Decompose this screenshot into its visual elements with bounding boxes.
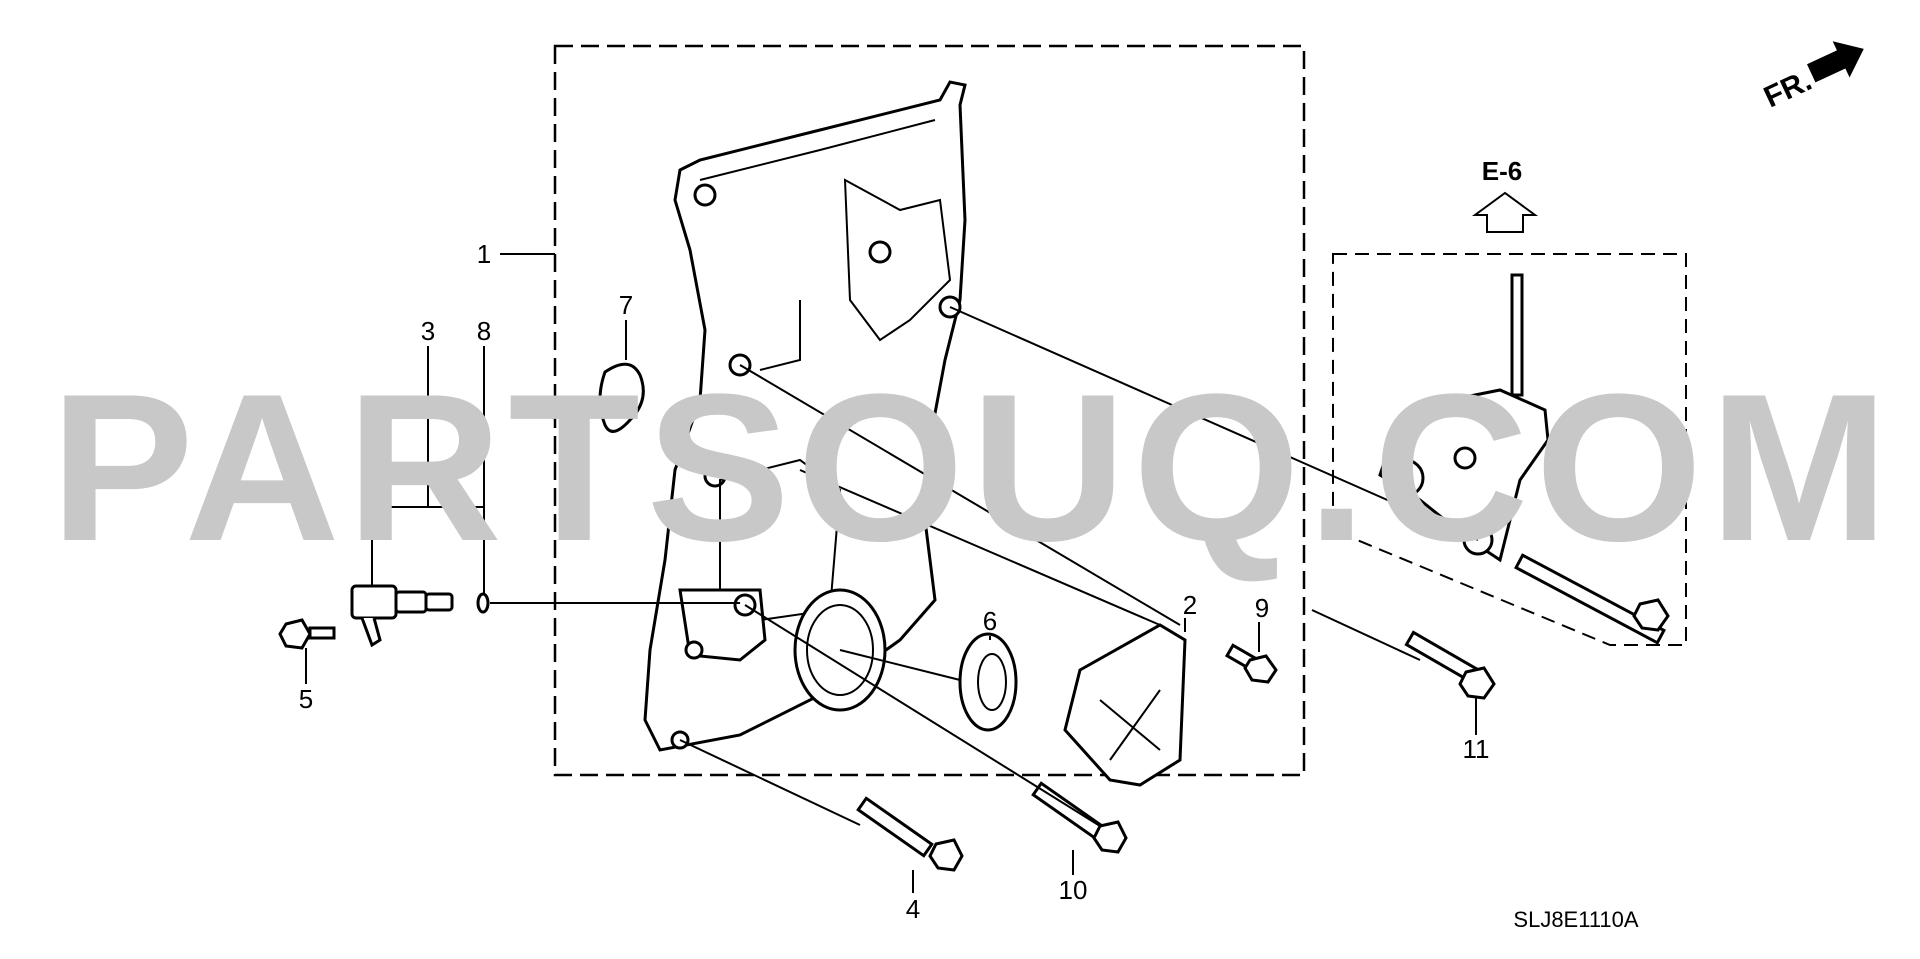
o-ring-gasket[interactable] — [598, 362, 645, 433]
callout-11[interactable]: 11 — [1463, 734, 1490, 764]
bolt-4[interactable] — [856, 796, 964, 872]
callout-10[interactable]: 10 — [1059, 875, 1088, 905]
callout-8[interactable]: 8 — [477, 316, 491, 346]
oil-seal[interactable] — [958, 632, 1018, 732]
callout-4[interactable]: 4 — [906, 894, 920, 924]
sensor[interactable] — [350, 584, 454, 648]
bolt-9[interactable] — [1224, 643, 1278, 684]
arrow-right-icon — [1806, 41, 1864, 83]
bolt-11[interactable] — [1404, 630, 1496, 700]
cover-plate-rib — [1099, 689, 1161, 761]
leader-lines — [305, 253, 1479, 893]
cover-plate[interactable] — [1063, 623, 1187, 787]
bolt-10[interactable] — [1031, 781, 1128, 854]
bracket-with-stud[interactable] — [1378, 273, 1670, 645]
front-label: FR. — [1759, 64, 1817, 114]
reference-label[interactable]: E-6 — [1482, 156, 1522, 186]
callout-7[interactable]: 7 — [619, 290, 633, 320]
watermark: PARTSOUQ.COM — [50, 350, 1895, 585]
callout-5[interactable]: 5 — [299, 684, 313, 714]
callout-3[interactable]: 3 — [421, 316, 435, 346]
callout-6[interactable]: 6 — [983, 606, 997, 636]
bracket-group-box — [1332, 253, 1687, 646]
callout-2[interactable]: 2 — [1183, 590, 1197, 620]
front-direction-indicator: FR. — [1759, 41, 1864, 114]
bolt-5[interactable] — [278, 618, 336, 650]
diagram-code: SLJ8E1110A — [1513, 907, 1638, 932]
callout-9[interactable]: 9 — [1255, 593, 1269, 623]
callout-1[interactable]: 1 — [477, 239, 491, 269]
assembly-group-box — [553, 44, 1306, 777]
o-ring[interactable] — [476, 592, 490, 614]
up-arrow-icon — [1471, 191, 1539, 233]
